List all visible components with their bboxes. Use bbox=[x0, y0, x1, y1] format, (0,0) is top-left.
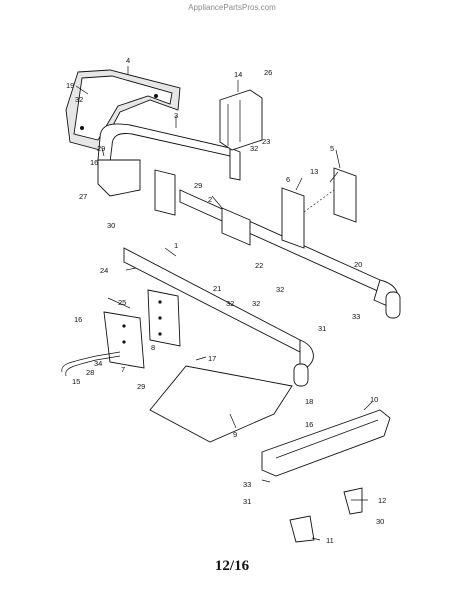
callout-32-e: 32 bbox=[226, 299, 234, 308]
callout-29-a: 29 bbox=[97, 144, 105, 153]
callout-24: 24 bbox=[100, 266, 108, 275]
part-14-bracket bbox=[219, 89, 263, 151]
callout-2: 2 bbox=[208, 195, 212, 204]
callout-11: 11 bbox=[326, 536, 334, 545]
part-axle-tube bbox=[373, 279, 401, 319]
part-16-bracket bbox=[97, 159, 176, 216]
callout-14: 14 bbox=[234, 70, 242, 79]
callout-15: 15 bbox=[72, 377, 80, 386]
callout-33-b: 33 bbox=[243, 480, 251, 489]
part-1-main-rail bbox=[123, 247, 314, 387]
callout-1: 1 bbox=[174, 241, 178, 250]
part-9-floor-pan bbox=[149, 365, 293, 443]
callout-31-b: 31 bbox=[243, 497, 251, 506]
part-4-shroud bbox=[65, 69, 181, 151]
part-10-rear-bracket bbox=[261, 409, 391, 477]
callout-10: 10 bbox=[370, 395, 378, 404]
callout-17: 17 bbox=[208, 354, 216, 363]
callout-34: 34 bbox=[94, 359, 102, 368]
callout-16-a: 16 bbox=[74, 315, 82, 324]
part-3-u-frame bbox=[97, 123, 241, 181]
callout-33-a: 33 bbox=[352, 312, 360, 321]
callout-26: 26 bbox=[264, 68, 272, 77]
part-15-lever bbox=[61, 351, 121, 377]
callout-6: 6 bbox=[286, 175, 290, 184]
callout-8: 8 bbox=[151, 343, 155, 352]
part-11-12-brackets bbox=[289, 487, 363, 543]
callout-29-b: 29 bbox=[194, 181, 202, 190]
callout-16-c: 16 bbox=[305, 420, 313, 429]
part-5-6-plates bbox=[281, 167, 357, 249]
callout-labels: 1 2 3 4 5 6 7 8 9 10 11 12 13 14 15 16 1… bbox=[66, 56, 386, 545]
callout-22: 22 bbox=[255, 261, 263, 270]
callout-21: 21 bbox=[213, 284, 221, 293]
callout-12: 12 bbox=[378, 496, 386, 505]
callout-23: 23 bbox=[262, 137, 270, 146]
watermark-text: AppliancePartsPros.com bbox=[188, 3, 276, 12]
part-7-8-25-plates bbox=[103, 289, 181, 369]
callout-7: 7 bbox=[121, 365, 125, 374]
callout-18: 18 bbox=[305, 397, 313, 406]
callout-25: 25 bbox=[118, 298, 126, 307]
callout-13: 13 bbox=[310, 167, 318, 176]
callout-3: 3 bbox=[174, 111, 178, 120]
callout-32-b: 32 bbox=[250, 144, 258, 153]
page-number: 12/16 bbox=[214, 558, 250, 574]
callout-5: 5 bbox=[330, 144, 334, 153]
callout-9: 9 bbox=[233, 430, 237, 439]
callout-32-a: 32 bbox=[75, 95, 83, 104]
callout-30-b: 30 bbox=[376, 517, 384, 526]
callout-27: 27 bbox=[79, 192, 87, 201]
callout-20: 20 bbox=[354, 260, 362, 269]
callout-30-a: 30 bbox=[107, 221, 115, 230]
callout-16-b: 16 bbox=[90, 158, 98, 167]
callout-32-d: 32 bbox=[252, 299, 260, 308]
callout-19: 19 bbox=[66, 81, 74, 90]
leader-lines bbox=[75, 66, 373, 541]
callout-31-a: 31 bbox=[318, 324, 326, 333]
callout-4: 4 bbox=[126, 56, 130, 65]
callout-29-c: 29 bbox=[137, 382, 145, 391]
callout-28: 28 bbox=[86, 368, 94, 377]
callout-32-c: 32 bbox=[276, 285, 284, 294]
